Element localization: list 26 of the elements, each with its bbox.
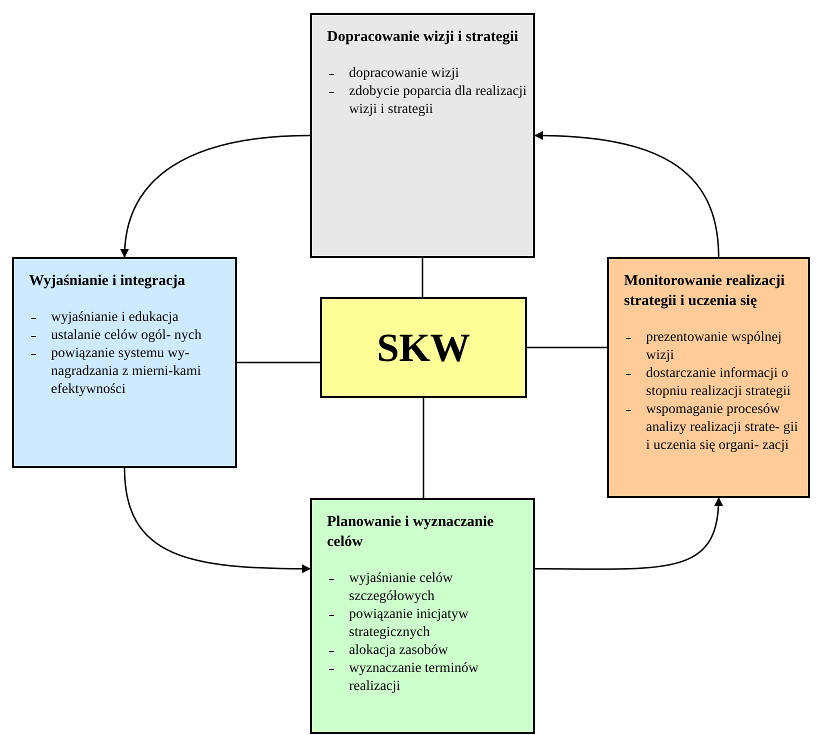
bullet-text: ustalanie celów ogól- nych	[51, 327, 202, 345]
stage-box	[310, 13, 535, 258]
curved-arrow	[534, 131, 720, 258]
connector-line	[527, 346, 607, 348]
stage-heading: Dopracowanie wizji i strategii	[327, 28, 520, 47]
curved-arrow	[120, 134, 310, 258]
bullet-text: alokacja zasobów	[349, 642, 450, 660]
connector-line	[237, 362, 320, 364]
bullet-text: powiązanie systemu wy-nagradzania z mierni-kami efektywności	[51, 345, 202, 399]
stage-heading: Planowanie i wyznaczanie celów	[327, 513, 495, 552]
bullet-text: wspomaganie procesów analizy realizacji strate- gii i uczenia się organi- zacji	[646, 401, 799, 455]
connector-line	[422, 398, 424, 498]
stage-box	[12, 257, 237, 468]
stage-box	[310, 498, 535, 734]
bullet-text: wyjaśnianie i edukacja	[51, 309, 180, 327]
stage-heading: Wyjaśnianie i integracja	[29, 272, 186, 291]
curved-arrow	[124, 468, 311, 574]
bullet-text: zdobycie poparcia dla realizacji wizji i strategii	[349, 83, 527, 119]
center-title: SKW	[376, 324, 470, 372]
stage-box	[607, 257, 810, 498]
center-box	[320, 297, 527, 398]
bullet-text: wyznaczanie terminów realizacji	[349, 660, 480, 696]
bullet-text: dopracowanie wizji	[349, 65, 460, 83]
curved-arrow	[535, 497, 723, 570]
stage-heading: Monitorowanie realizacji strategii i uczenia się	[624, 272, 786, 311]
connector-line	[422, 258, 424, 297]
